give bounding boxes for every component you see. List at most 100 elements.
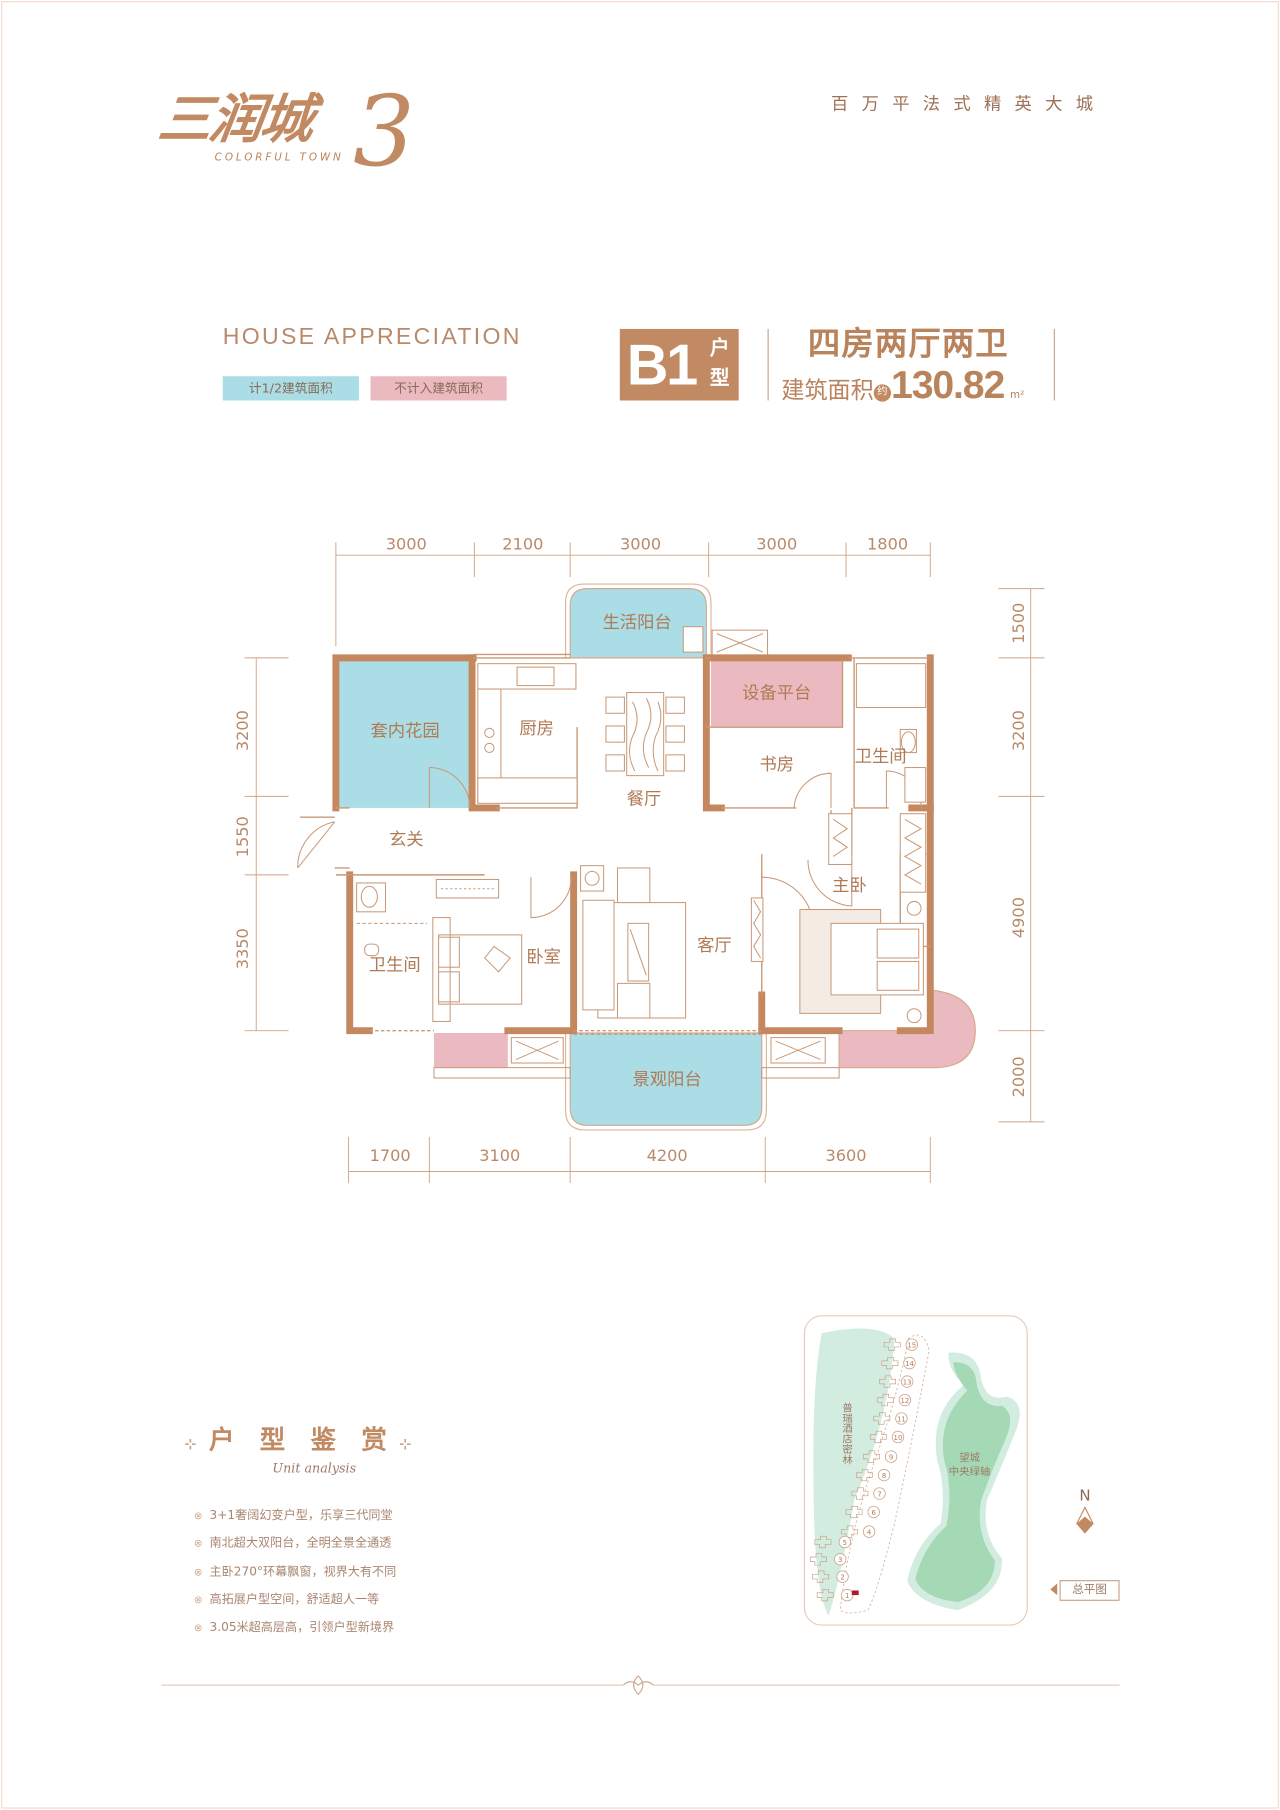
room-label-study: 书房: [759, 755, 794, 775]
dimension-lines: [244, 542, 1045, 1184]
section-title: HOUSE APPRECIATION: [222, 324, 522, 350]
room-label-bedroom: 卧室: [526, 948, 561, 968]
unit-layout: 四房两厅两卫: [807, 324, 1009, 363]
title-char: 赏: [361, 1426, 387, 1456]
building-number: 10: [894, 1434, 903, 1442]
building-marker: [867, 1505, 880, 1519]
building-outline: [869, 1430, 887, 1444]
building-number: 1: [845, 1592, 849, 1600]
area-label: 建筑面积: [781, 376, 874, 404]
building-outline: [845, 1505, 863, 1519]
building-outline: [862, 1450, 880, 1463]
building-number: 8: [882, 1472, 886, 1480]
building-outline: [883, 1338, 901, 1351]
bullet-icon: ⊗: [193, 1510, 203, 1523]
dim-top: 3000: [386, 534, 427, 553]
building-marker: [905, 1338, 918, 1351]
building-marker: [873, 1487, 886, 1500]
building-outline: [879, 1375, 896, 1388]
building-number: 4: [867, 1528, 871, 1536]
furniture: [356, 626, 927, 1024]
building-marker: [891, 1430, 905, 1444]
bullet-icon: ⊗: [193, 1623, 203, 1635]
area-unit: m²: [1010, 390, 1025, 402]
dining-table: [626, 691, 665, 777]
dim-top: 1800: [867, 534, 908, 553]
dim-top: 3000: [756, 534, 797, 553]
point-text: 3.05米超高层高，引领户型新境界: [209, 1620, 395, 1635]
dim-left: 1550: [233, 816, 252, 857]
master-plan-button[interactable]: 总平图: [1059, 1580, 1120, 1601]
building-marker: [895, 1412, 908, 1425]
list-item: ⊗高拓展户型空间，舒适超人一等: [194, 1587, 396, 1615]
building-number: 3: [838, 1556, 842, 1564]
unit-code: B1: [626, 332, 698, 398]
building-outline: [881, 1356, 899, 1370]
unit-analysis-title: ⊹户型鉴赏⊹: [185, 1427, 411, 1459]
building-number: 12: [900, 1397, 909, 1405]
current-building-marker: [851, 1590, 859, 1596]
view-balcony-outline: [564, 1033, 767, 1131]
dim-right: 4900: [1009, 897, 1028, 938]
point-text: 高拓展户型空间，舒适超人一等: [209, 1592, 380, 1607]
building-outline: [816, 1588, 834, 1602]
building-number: 15: [907, 1342, 916, 1350]
room-label-equipment-platform: 设备平台: [742, 683, 811, 703]
building-marker: [903, 1356, 916, 1370]
room-label-utility-balcony: 生活阳台: [603, 613, 672, 633]
utility-balcony-outline: [564, 583, 712, 659]
title-char: 鉴: [310, 1426, 336, 1456]
title-char: 型: [259, 1426, 286, 1456]
ornament-icon: ⊹: [399, 1435, 412, 1452]
dim-top: 3000: [620, 534, 661, 553]
point-text: 3+1奢阔幻变户型，乐享三代同堂: [209, 1508, 393, 1523]
bullet-icon: ⊗: [193, 1566, 203, 1579]
room-labels: 生活阳台 套内花园 厨房 餐厅 设备平台 书房 卫生间 玄关 主卧 客厅 卧室 …: [369, 613, 907, 1090]
dim-bottom: 3100: [479, 1146, 520, 1165]
dim-right: 2000: [1009, 1056, 1028, 1097]
bay-window-master: [838, 989, 976, 1069]
building-number: 5: [843, 1539, 847, 1547]
ac-units: [433, 629, 840, 1079]
view-balcony-area: [569, 1032, 763, 1126]
building-number: 9: [889, 1453, 893, 1461]
building-marker: [901, 1375, 914, 1388]
dim-right: 1500: [1009, 603, 1028, 644]
unit-analysis-subtitle: Unit analysis: [272, 1461, 357, 1477]
logo-english: COLORFUL TOWN: [214, 152, 344, 164]
dim-left: 3200: [233, 710, 252, 751]
building-marker: [898, 1393, 912, 1407]
building-number: 11: [897, 1415, 906, 1423]
building-outline: [873, 1412, 891, 1425]
list-item: ⊗ 3+1奢阔幻变户型，乐享三代同堂: [194, 1503, 396, 1531]
building-number: 14: [905, 1360, 914, 1368]
list-item: ⊗ 主卧270°环幕飘窗，视界大有不同: [194, 1559, 396, 1587]
building-number: 7: [877, 1490, 881, 1498]
room-label-bath-left: 卫生间: [369, 956, 421, 976]
unit-type-badge: B1 户型: [619, 328, 739, 401]
approx-badge: 约: [873, 384, 892, 402]
title-char: 户: [208, 1426, 235, 1456]
building-number: 2: [840, 1574, 844, 1582]
building-outline: [851, 1487, 869, 1500]
point-text: 主卧270°环幕飘窗，视界大有不同: [209, 1564, 397, 1579]
dim-bottom: 3600: [825, 1146, 866, 1165]
garden-area: [338, 660, 470, 808]
building-marker: [838, 1535, 852, 1549]
building-outline: [876, 1393, 894, 1407]
legend-excluded-area: 不计入建筑面积: [370, 376, 507, 401]
area-value: 130.82: [891, 363, 1005, 408]
room-label-master-bedroom: 主卧: [832, 876, 867, 896]
building-outline: [856, 1468, 873, 1482]
room-label-living: 客厅: [697, 936, 732, 956]
point-text: 南北超大双阳台，全明全景全通透: [209, 1536, 392, 1551]
building-outline: [841, 1525, 858, 1538]
room-label-view-balcony: 景观阳台: [633, 1070, 702, 1090]
footer-ornament: [161, 1675, 1120, 1696]
bay-window-left: [433, 1033, 508, 1068]
building-number: 6: [872, 1509, 876, 1517]
legend-half-area: 计1/2建筑面积: [222, 376, 359, 401]
